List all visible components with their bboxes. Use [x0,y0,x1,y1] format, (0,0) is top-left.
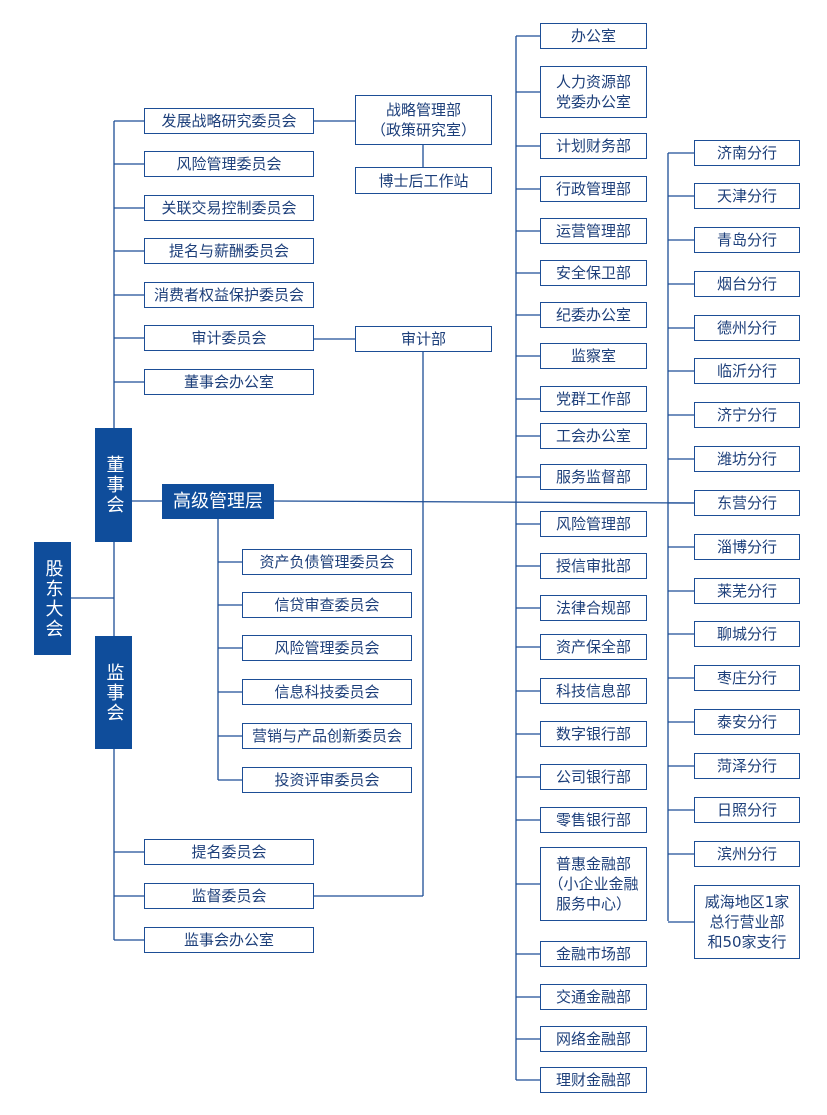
board-committee-box: 提名与薪酬委员会 [144,238,314,264]
audit-department-box: 审计部 [355,326,492,352]
branch-box: 德州分行 [694,315,800,341]
branch-box: 莱芜分行 [694,578,800,604]
branch-box: 天津分行 [694,183,800,209]
department-box: 运营管理部 [540,218,647,244]
department-box: 纪委办公室 [540,302,647,328]
branch-box: 青岛分行 [694,227,800,253]
board-of-directors-box: 董事会 [95,428,132,542]
branch-box: 滨州分行 [694,841,800,867]
department-box: 普惠金融部 （小企业金融 服务中心） [540,847,647,921]
department-box: 服务监督部 [540,464,647,490]
department-box: 金融市场部 [540,941,647,967]
management-committee-box: 投资评审委员会 [242,767,412,793]
board-committee-box: 风险管理委员会 [144,151,314,177]
management-committee-box: 风险管理委员会 [242,635,412,661]
department-box: 理财金融部 [540,1067,647,1093]
supervisor-committee-box: 提名委员会 [144,839,314,865]
board-committee-box: 董事会办公室 [144,369,314,395]
branch-box: 菏泽分行 [694,753,800,779]
branch-box: 烟台分行 [694,271,800,297]
branch-box: 济宁分行 [694,402,800,428]
department-box: 安全保卫部 [540,260,647,286]
branch-box: 济南分行 [694,140,800,166]
branch-box: 淄博分行 [694,534,800,560]
supervisor-committee-box: 监督委员会 [144,883,314,909]
supervisor-committee-box: 监事会办公室 [144,927,314,953]
branch-box: 潍坊分行 [694,446,800,472]
management-committee-box: 信息科技委员会 [242,679,412,705]
branch-box: 临沂分行 [694,358,800,384]
department-box: 监察室 [540,343,647,369]
board-committee-box: 发展战略研究委员会 [144,108,314,134]
department-box: 科技信息部 [540,678,647,704]
postdoc-station-box: 博士后工作站 [355,167,492,194]
department-box: 工会办公室 [540,423,647,449]
department-box: 行政管理部 [540,176,647,202]
connector-line [273,500,695,504]
shareholders-meeting-box: 股东大会 [34,542,71,655]
management-committee-box: 营销与产品创新委员会 [242,723,412,749]
department-box: 网络金融部 [540,1026,647,1052]
department-box: 资产保全部 [540,634,647,660]
branch-box: 枣庄分行 [694,665,800,691]
branch-box: 威海地区1家 总行营业部 和50家支行 [694,885,800,959]
department-box: 交通金融部 [540,984,647,1010]
department-box: 办公室 [540,23,647,49]
department-box: 法律合规部 [540,595,647,621]
department-box: 党群工作部 [540,386,647,412]
senior-management-box: 高级管理层 [162,484,274,519]
management-committee-box: 资产负债管理委员会 [242,549,412,575]
board-committee-box: 关联交易控制委员会 [144,195,314,221]
branch-box: 日照分行 [694,797,800,823]
department-box: 风险管理部 [540,511,647,537]
management-committee-box: 信贷审查委员会 [242,592,412,618]
department-box: 计划财务部 [540,133,647,159]
department-box: 零售银行部 [540,807,647,833]
board-committee-box: 消费者权益保护委员会 [144,282,314,308]
board-of-supervisors-box: 监事会 [95,636,132,749]
department-box: 公司银行部 [540,764,647,790]
branch-box: 聊城分行 [694,621,800,647]
department-box: 授信审批部 [540,553,647,579]
department-box: 人力资源部 党委办公室 [540,66,647,118]
strategy-department-box: 战略管理部 （政策研究室） [355,95,492,145]
board-committee-box: 审计委员会 [144,325,314,351]
department-box: 数字银行部 [540,721,647,747]
branch-box: 东营分行 [694,490,800,516]
branch-box: 泰安分行 [694,709,800,735]
